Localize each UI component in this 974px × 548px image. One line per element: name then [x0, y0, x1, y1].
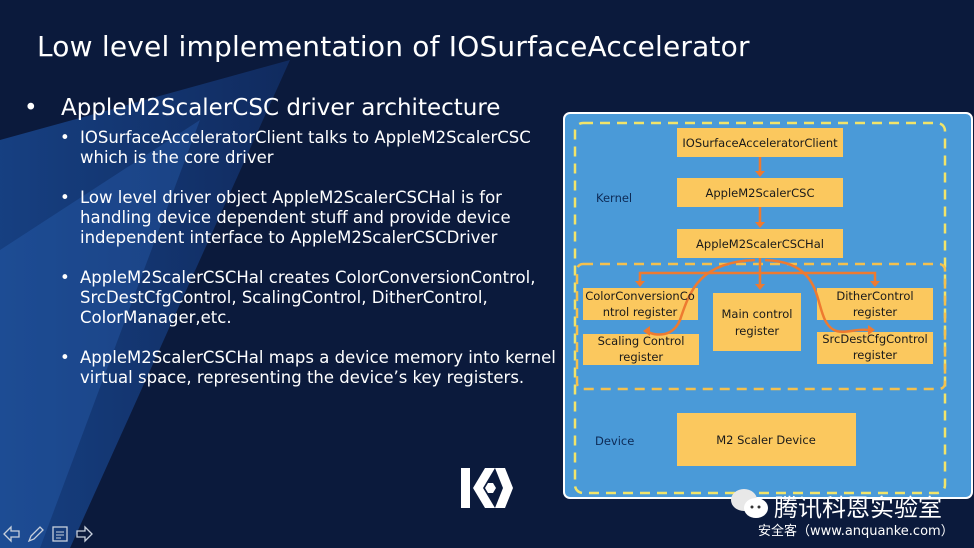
watermark: 腾讯科恩实验室 安全客（www.anquanke.com） — [728, 486, 954, 539]
kernel-label: Kernel — [596, 191, 632, 205]
bullet-item: •Low level driver object AppleM2ScalerCS… — [60, 188, 511, 247]
heading-bullet: • AppleM2ScalerCSC driver architecture — [24, 95, 500, 121]
scaling-box: Scaling Control — [598, 334, 685, 348]
color-conversion-box-line2: ntrol register — [603, 305, 678, 319]
color-conversion-box: ColorConversionCo — [585, 289, 695, 303]
wechat-icon — [731, 489, 768, 518]
bullet-text: Low level driver object AppleM2ScalerCSC… — [80, 188, 511, 247]
pen-icon[interactable] — [26, 524, 46, 544]
main-control-box-line2: register — [735, 324, 780, 338]
device-box: M2 Scaler Device — [716, 433, 816, 447]
csc-box: AppleM2ScalerCSC — [705, 186, 814, 200]
bullet-text: IOSurfaceAcceleratorClient talks to Appl… — [80, 128, 531, 167]
scaling-box-line2: register — [619, 350, 664, 364]
client-box: IOSurfaceAcceleratorClient — [682, 136, 838, 150]
bullet-item: •IOSurfaceAcceleratorClient talks to App… — [60, 128, 531, 167]
bullet-item: •AppleM2ScalerCSCHal creates ColorConver… — [60, 268, 536, 327]
slide-title: Low level implementation of IOSurfaceAcc… — [37, 30, 750, 63]
bullet-item: •AppleM2ScalerCSCHal maps a device memor… — [60, 348, 556, 387]
hal-box: AppleM2ScalerCSCHal — [696, 237, 824, 251]
previous-slide-icon[interactable] — [2, 524, 22, 544]
menu-icon[interactable] — [50, 524, 70, 544]
watermark-title: 腾讯科恩实验室 — [774, 494, 942, 522]
dither-box: DitherControl — [836, 289, 913, 303]
heading-text: AppleM2ScalerCSC driver architecture — [61, 95, 501, 121]
srcdest-box-line2: register — [853, 348, 898, 362]
kernel-region — [573, 121, 947, 495]
keen-logo — [461, 468, 513, 508]
slide-nav — [2, 524, 94, 544]
bullet-text: AppleM2ScalerCSCHal creates ColorConvers… — [80, 268, 536, 327]
srcdest-box: SrcDestCfgControl — [822, 332, 927, 346]
bullet-list: •IOSurfaceAcceleratorClient talks to App… — [60, 128, 560, 408]
bullet-text: AppleM2ScalerCSCHal maps a device memory… — [80, 348, 556, 387]
device-label: Device — [595, 434, 634, 448]
next-slide-icon[interactable] — [74, 524, 94, 544]
bullet-dot: • — [24, 95, 38, 121]
watermark-subtitle: 安全客（www.anquanke.com） — [758, 524, 954, 539]
dither-box-line2: register — [853, 305, 898, 319]
main-control-box: Main control — [722, 307, 793, 321]
